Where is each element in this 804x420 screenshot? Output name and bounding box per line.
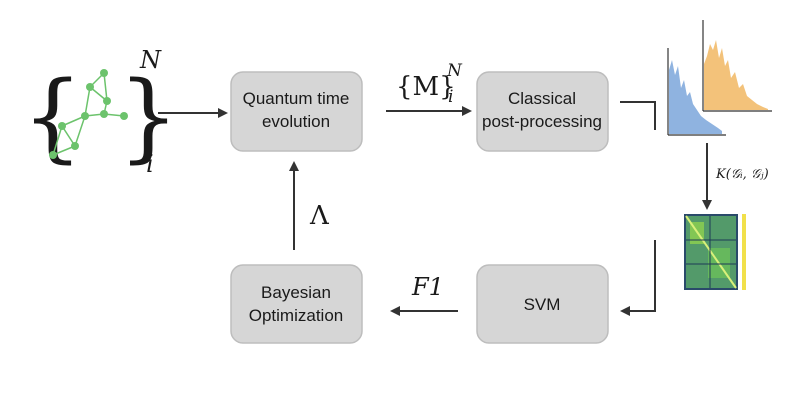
measurements-sub: i: [448, 87, 453, 107]
histogram-thumbnail: [667, 20, 772, 136]
lambda-label: Λ: [309, 201, 330, 231]
kernel-label: K(𝒢ᵢ, 𝒢ⱼ): [715, 167, 769, 182]
graph-set: { } N i: [22, 46, 179, 178]
histogram-orange: [704, 40, 768, 110]
measurements-base: {M}: [396, 72, 456, 102]
svm-node: SVM: [476, 264, 609, 344]
graph-nodes: [49, 69, 128, 159]
quantum-evolution-node: Quantum time evolution: [230, 71, 363, 152]
bayes-label-line2: Optimization: [249, 306, 343, 325]
measurements-sup: N: [446, 61, 463, 81]
arrow-kernel-to-svm: [620, 240, 656, 316]
histogram-blue: [669, 60, 722, 134]
classical-label-line1: Classical: [508, 89, 576, 108]
classical-label-line2: post-processing: [482, 112, 602, 131]
set-subscript: i: [146, 150, 154, 178]
bayesian-optimization-node: Bayesian Optimization: [230, 264, 363, 344]
f1-label: F1: [411, 273, 444, 301]
svm-label: SVM: [524, 295, 561, 314]
kernel-heatmap: [684, 214, 746, 290]
set-close-brace: }: [118, 61, 179, 173]
measurements-label: {M} N i: [396, 61, 463, 107]
quantum-label-line1: Quantum time: [243, 89, 350, 108]
heatmap-colorbar: [742, 214, 746, 290]
classical-postprocessing-node: Classical post-processing: [476, 71, 609, 152]
bayes-label-line1: Bayesian: [261, 283, 331, 302]
quantum-label-line2: evolution: [262, 112, 330, 131]
set-superscript: N: [139, 46, 162, 74]
connector-classical-to-kernel: [620, 101, 656, 130]
